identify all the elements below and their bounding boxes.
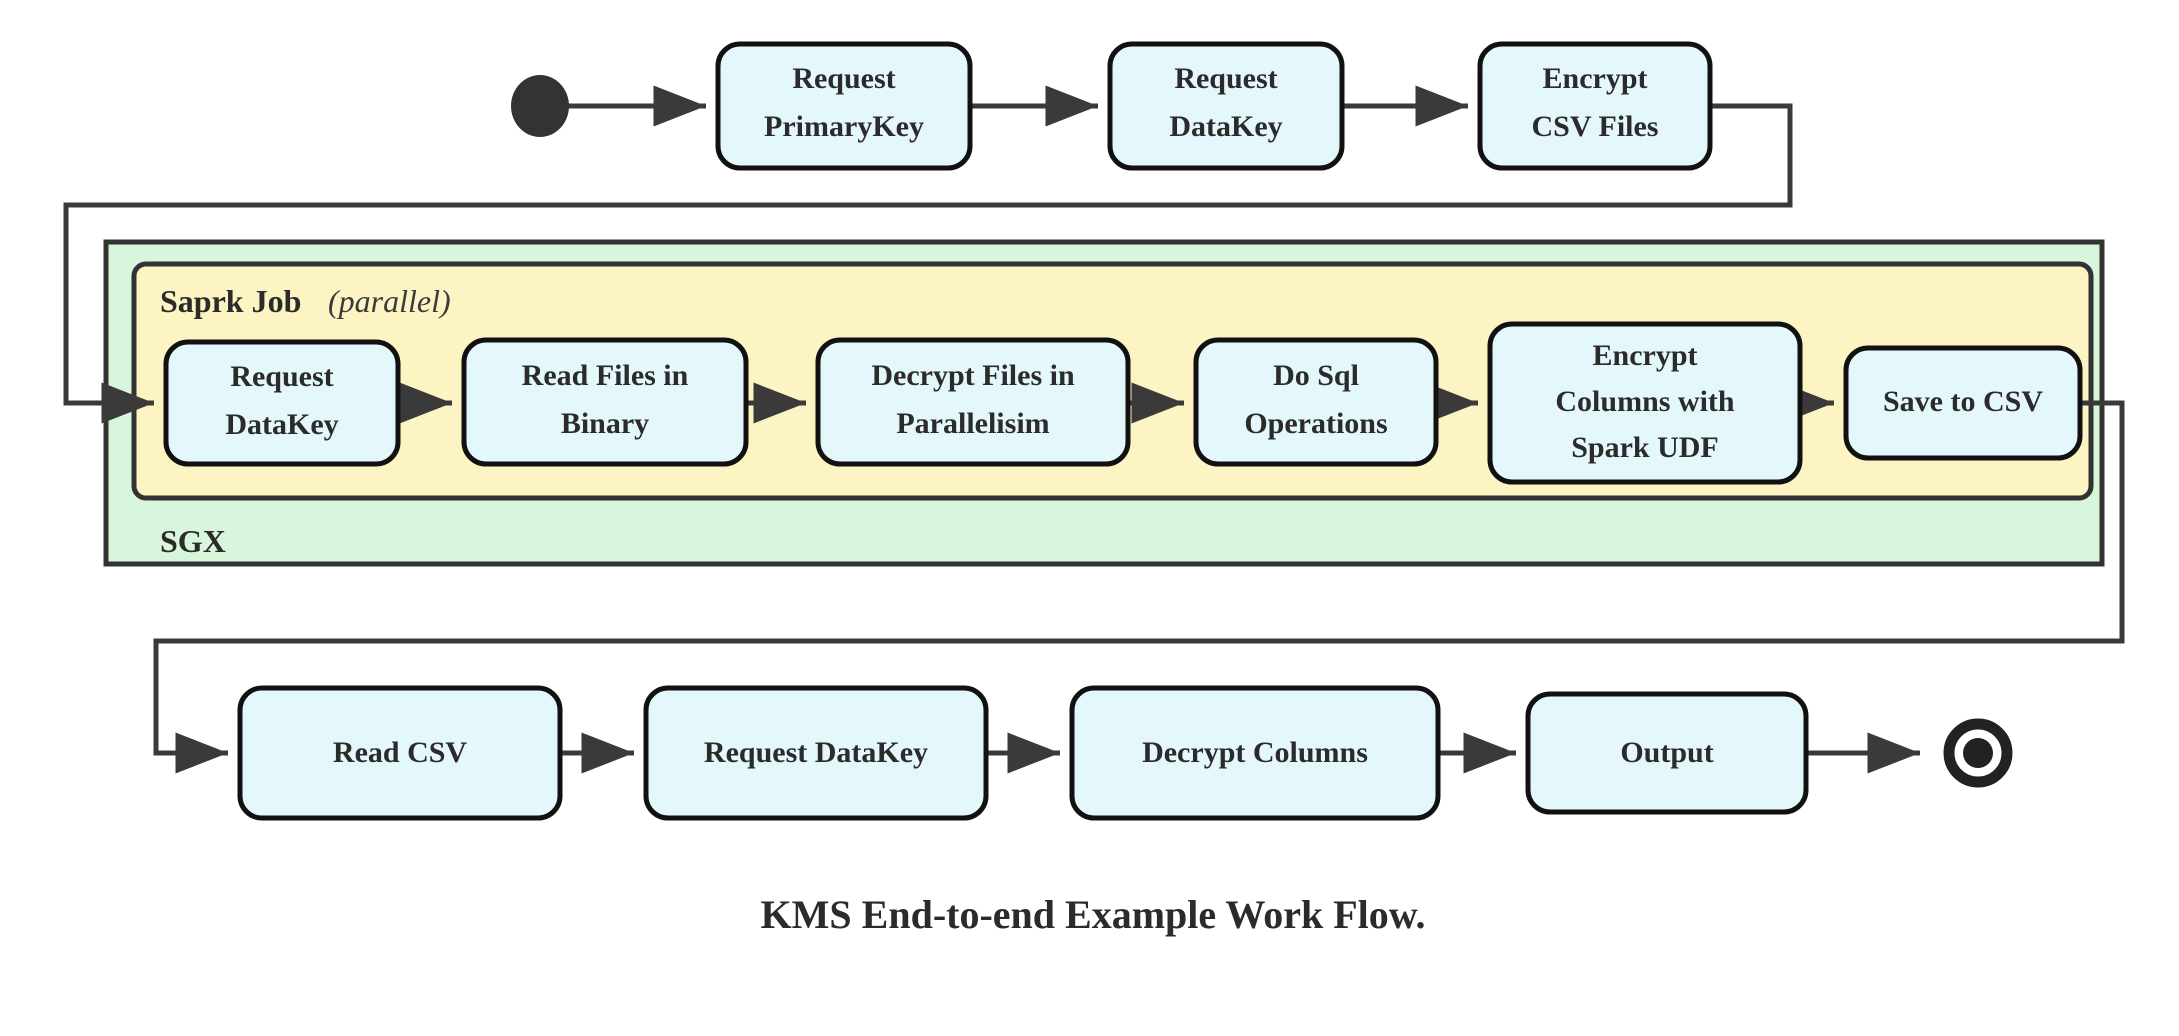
node-save-to-csv-shape[interactable] [1843, 345, 2083, 461]
node-output-shape[interactable] [1525, 691, 1809, 815]
node-request-datakey-bottom[interactable]: Request DataKey [643, 685, 989, 821]
node-decrypt-files-in-parallelisim[interactable]: Decrypt Files in Parallelisim [815, 337, 1131, 467]
spark-job-label-bold: Saprk Job [160, 283, 301, 319]
node-read-csv-line-1: Read CSV [333, 736, 468, 769]
node-request-datakey-top-shape[interactable] [1107, 41, 1345, 171]
edge-encrypt-csv-to-spark-request-datakey [63, 103, 1793, 424]
node-request-datakey-bottom-line-1: Request DataKey [704, 736, 928, 769]
node-encrypt-columns-with-spark-udf-shape[interactable] [1487, 321, 1803, 485]
node-encrypt-csv-files-shape[interactable] [1477, 41, 1713, 171]
node-decrypt-files-in-parallelisim-line-2: Parallelisim [896, 407, 1049, 440]
node-request-datakey-top-line-1: Request [1174, 62, 1277, 95]
node-request-datakey-top[interactable]: Request DataKey [1107, 41, 1345, 171]
node-request-datakey-spark[interactable]: Request DataKey [163, 339, 401, 467]
start-state-dot [511, 75, 569, 137]
node-decrypt-columns-line-1: Decrypt Columns [1142, 736, 1368, 769]
sgx-container-label: SGX [160, 523, 226, 559]
node-encrypt-columns-with-spark-udf-line-1: Encrypt [1593, 339, 1698, 372]
node-decrypt-files-in-parallelisim-shape[interactable] [815, 337, 1131, 467]
node-output[interactable]: Output [1525, 691, 1809, 815]
node-decrypt-files-in-parallelisim-line-1: Decrypt Files in [871, 359, 1075, 392]
node-encrypt-csv-files-line-1: Encrypt [1543, 62, 1648, 95]
edge-layer [63, 85, 2125, 774]
node-request-datakey-bottom-shape[interactable] [643, 685, 989, 821]
node-read-files-in-binary-shape[interactable] [461, 337, 749, 467]
node-request-primarykey-shape[interactable] [715, 41, 973, 171]
node-request-datakey-top-line-2: DataKey [1169, 110, 1282, 143]
node-read-csv[interactable]: Read CSV [237, 685, 563, 821]
node-request-datakey-spark-line-1: Request [230, 360, 333, 393]
node-request-primarykey-line-2: PrimaryKey [764, 110, 924, 143]
node-decrypt-columns[interactable]: Decrypt Columns [1069, 685, 1441, 821]
node-encrypt-csv-files-line-2: CSV Files [1532, 110, 1659, 143]
node-request-primarykey-line-1: Request [792, 62, 895, 95]
node-encrypt-csv-files[interactable]: Encrypt CSV Files [1477, 41, 1713, 171]
node-save-to-csv-line-1: Save to CSV [1883, 385, 2043, 418]
node-read-files-in-binary-line-2: Binary [561, 407, 649, 440]
node-read-files-in-binary-line-1: Read Files in [522, 359, 689, 392]
node-do-sql-operations-shape[interactable] [1193, 337, 1439, 467]
node-save-to-csv[interactable]: Save to CSV [1843, 345, 2083, 461]
node-request-primarykey[interactable]: Request PrimaryKey [715, 41, 973, 171]
node-encrypt-columns-with-spark-udf-line-3: Spark UDF [1571, 431, 1719, 464]
node-do-sql-operations-line-2: Operations [1244, 407, 1387, 440]
node-do-sql-operations-line-1: Do Sql [1273, 359, 1359, 392]
node-output-line-1: Output [1620, 736, 1713, 769]
diagram-caption: KMS End-to-end Example Work Flow. [761, 892, 1426, 937]
node-encrypt-columns-with-spark-udf-line-2: Columns with [1555, 385, 1735, 418]
final-state-ring [1943, 718, 2013, 788]
node-read-files-in-binary[interactable]: Read Files in Binary [461, 337, 749, 467]
node-request-datakey-spark-line-2: DataKey [225, 408, 338, 441]
node-do-sql-operations[interactable]: Do Sql Operations [1193, 337, 1439, 467]
node-decrypt-columns-shape[interactable] [1069, 685, 1441, 821]
node-encrypt-columns-with-spark-udf[interactable]: Encrypt Columns with Spark UDF [1487, 321, 1803, 485]
node-read-csv-shape[interactable] [237, 685, 563, 821]
spark-job-label-parallel: (parallel) [328, 283, 451, 319]
edge-save-csv-to-read-csv [153, 400, 2125, 774]
node-request-datakey-spark-shape[interactable] [163, 339, 401, 467]
